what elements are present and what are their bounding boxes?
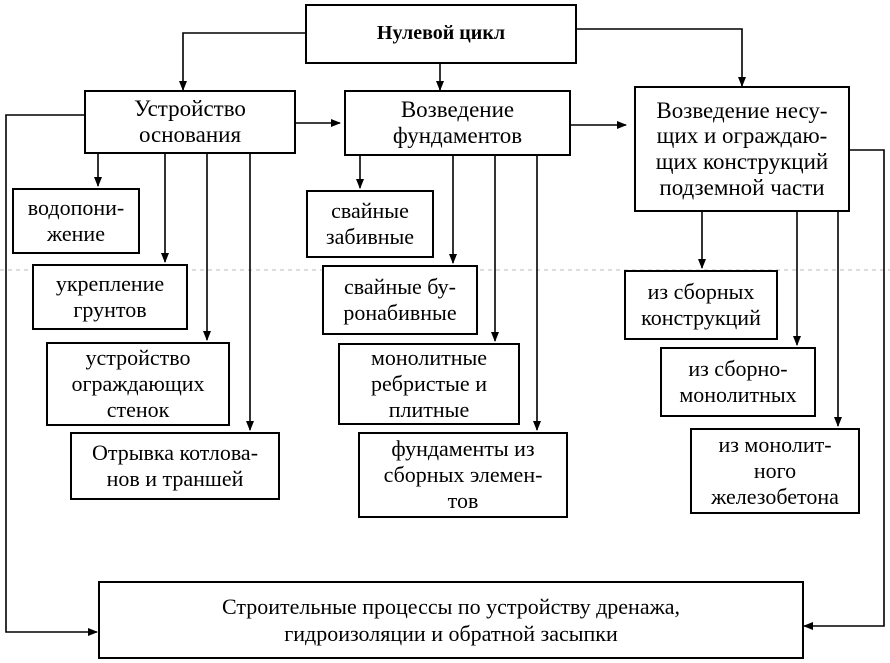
item-box-driven-piles: свайные забивные (306, 190, 434, 258)
group-box-underground-structures: Возведение несу- щих и ограждаю- щих кон… (634, 86, 850, 212)
item-box-monolithic-ribbed: монолитные ребристые и плитные (338, 343, 520, 425)
item-box-precast-monolithic: из сборно- монолитных (660, 347, 816, 417)
item-box-soil-strengthening: укрепление грунтов (32, 264, 188, 330)
group-box-foundations: Возведение фундаментов (344, 90, 571, 156)
item-box-dewatering: водопони- жение (12, 188, 140, 254)
item-box-bored-piles: свайные бу- ронабивные (322, 265, 478, 335)
group-box-foundation-base: Устройство основания (84, 90, 296, 154)
title-box: Нулевой цикл (305, 4, 577, 64)
bottom-box-processes: Строительные процессы по устройству дрен… (98, 581, 804, 659)
item-box-precast-structures: из сборных конструкций (624, 270, 778, 340)
item-box-precast-foundations: фундаменты из сборных элемен- тов (358, 432, 568, 518)
item-box-monolithic-concrete: из монолит- ного железобетона (690, 428, 860, 514)
item-box-retaining-walls: устройство ограждающих стенок (46, 342, 230, 426)
item-box-excavation: Отрывка котлова- нов и траншей (70, 432, 280, 500)
